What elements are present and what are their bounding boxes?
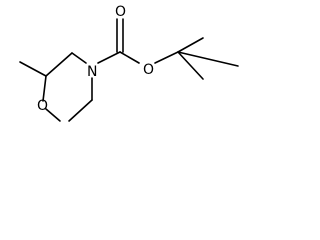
atom-label-nitrogen: N [87,64,97,80]
bond-carbonyl-ester-o [119,51,140,64]
atom-label-ester-oxygen: O [143,62,154,78]
bond-methyl [19,61,47,77]
bond-ester-o-tert-carbon [154,51,179,64]
atom-label-carbonyl-oxygen: O [115,4,126,20]
bond-ring-o1-c2 [42,75,47,102]
chemical-structure-diagram: O N O O [19,4,239,122]
bond-ring-c5-c6 [68,99,93,122]
atom-label-ring-oxygen: O [37,98,48,114]
bond-ring-c3-n4 [71,52,87,64]
bond-tbu-methyl-right [177,51,204,80]
bond-n-carbonyl-carbon [97,51,121,64]
bond-tbu-methyl-down [177,51,239,67]
bond-ring-c2-c3 [45,52,73,77]
bond-tbu-methyl-up [177,37,204,53]
bond-ring-c6-o1 [45,108,61,122]
